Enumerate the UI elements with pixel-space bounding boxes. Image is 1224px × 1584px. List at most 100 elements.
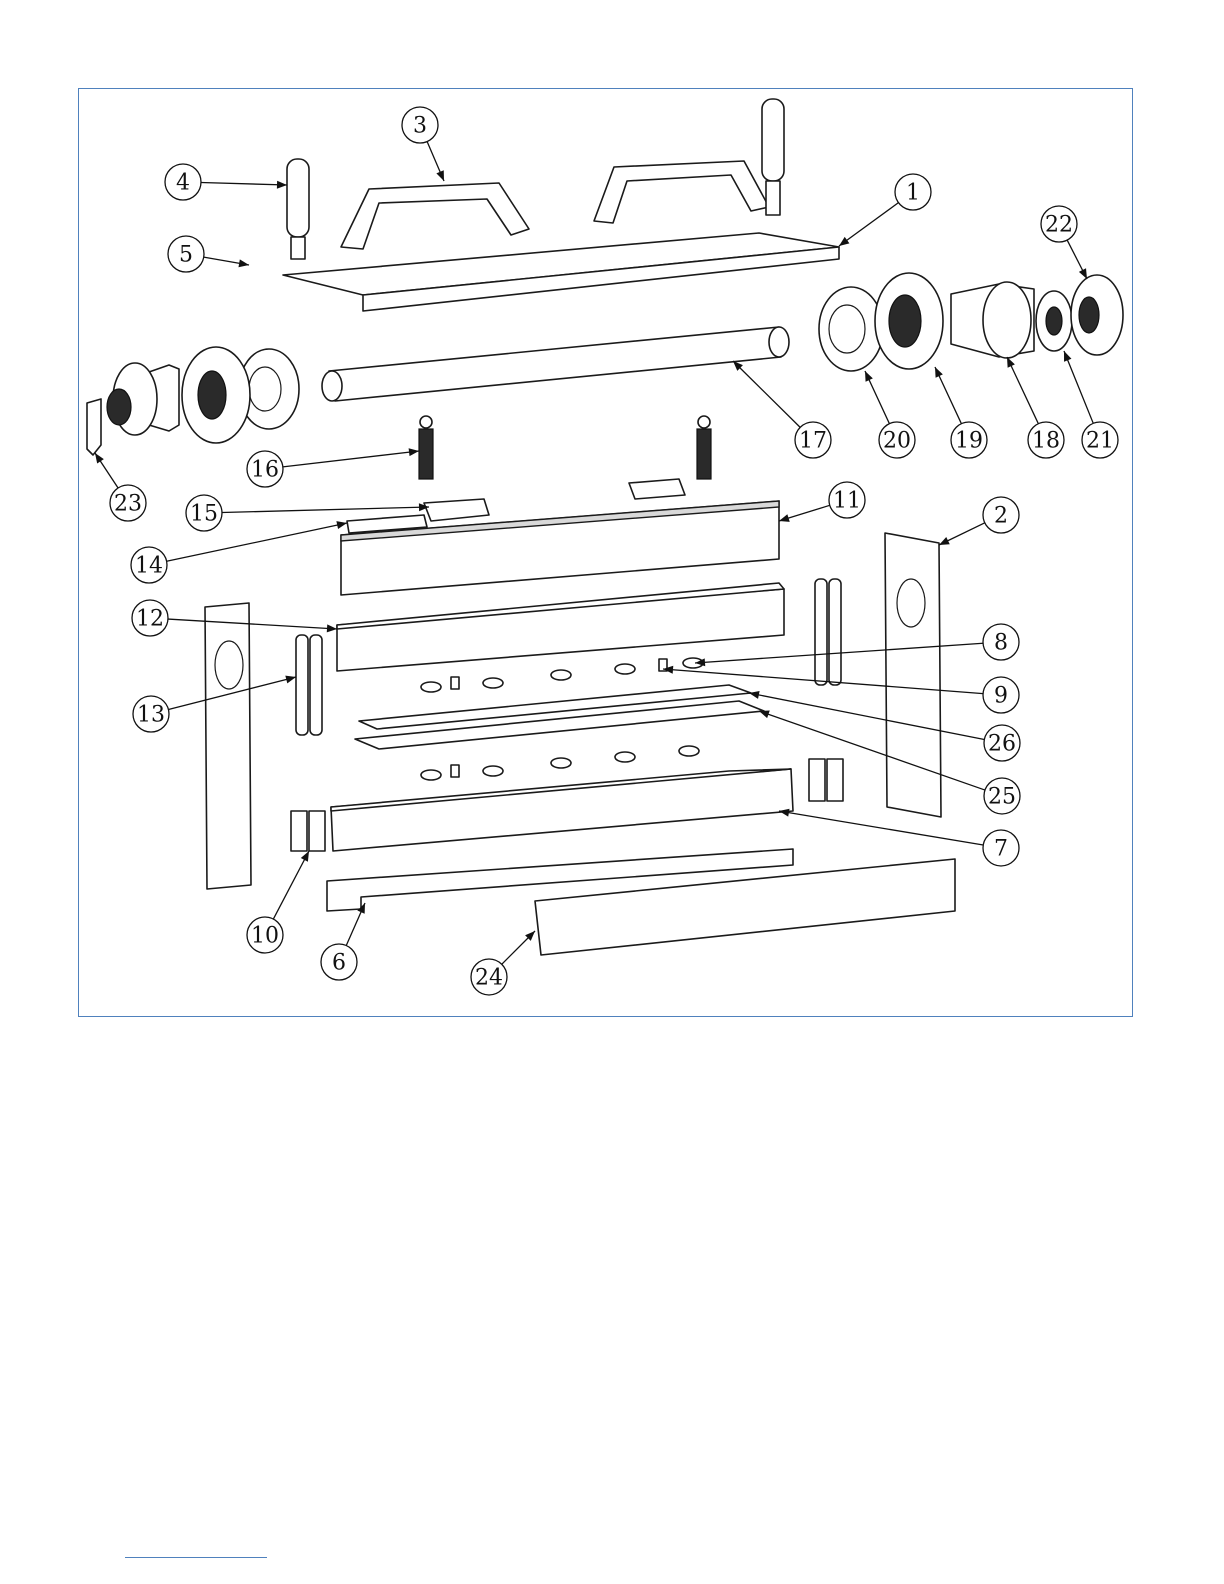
leader-arrowhead-25 xyxy=(759,711,770,719)
post-pair-left xyxy=(296,635,322,735)
leader-line-17 xyxy=(733,361,800,427)
leader-line-4 xyxy=(201,183,287,185)
callout-8: 8 xyxy=(983,624,1019,660)
leader-arrowhead-11 xyxy=(779,514,790,522)
callout-label: 3 xyxy=(413,114,427,139)
callout-15: 15 xyxy=(186,495,222,531)
small-parts-upper xyxy=(421,658,703,692)
callout-label: 25 xyxy=(988,785,1016,810)
block-11 xyxy=(341,501,779,595)
callout-label: 19 xyxy=(955,429,983,454)
leader-line-14 xyxy=(167,523,347,561)
callout-24: 24 xyxy=(471,959,507,995)
callout-label: 2 xyxy=(994,504,1008,529)
callout-20: 20 xyxy=(879,422,915,458)
callout-14: 14 xyxy=(131,547,167,583)
callout-label: 14 xyxy=(135,554,163,579)
callout-label: 12 xyxy=(136,607,164,632)
callout-label: 26 xyxy=(988,732,1016,757)
callout-17: 17 xyxy=(795,422,831,458)
hub-18 xyxy=(951,282,1034,358)
leader-arrowhead-20 xyxy=(865,371,873,382)
callout-5: 5 xyxy=(168,236,204,272)
callout-label: 22 xyxy=(1045,213,1073,238)
callout-19: 19 xyxy=(951,422,987,458)
diagram-canvas: 1234567891011121314151617181920212223242… xyxy=(79,89,1134,1018)
handle-right xyxy=(594,161,769,223)
clip-pair-left xyxy=(291,811,325,851)
leader-arrowhead-18 xyxy=(1007,357,1015,368)
footnote-separator xyxy=(125,1557,267,1558)
leader-arrowhead-16 xyxy=(409,448,419,456)
callout-1: 1 xyxy=(895,174,931,210)
callout-13: 13 xyxy=(133,696,169,732)
leader-line-18 xyxy=(1007,357,1038,424)
leader-arrowhead-14 xyxy=(336,521,347,529)
callout-label: 24 xyxy=(475,966,503,991)
side-plate-left xyxy=(205,603,251,889)
callout-3: 3 xyxy=(402,107,438,143)
callout-label: 21 xyxy=(1086,429,1114,454)
callout-label: 1 xyxy=(906,181,920,206)
callout-22: 22 xyxy=(1041,206,1077,242)
callout-label: 15 xyxy=(190,502,218,527)
leader-arrowhead-12 xyxy=(327,624,337,632)
leader-arrowhead-10 xyxy=(301,851,309,862)
callout-18: 18 xyxy=(1028,422,1064,458)
bearing-20 xyxy=(819,287,883,371)
leader-line-26 xyxy=(749,693,984,740)
leader-line-12 xyxy=(168,619,337,629)
leader-arrowhead-5 xyxy=(238,259,249,267)
callout-label: 13 xyxy=(137,703,165,728)
shaft xyxy=(322,327,789,401)
callout-label: 20 xyxy=(883,429,911,454)
leader-line-15 xyxy=(222,507,429,513)
callout-label: 16 xyxy=(251,458,279,483)
lever-23 xyxy=(87,399,101,455)
callout-23: 23 xyxy=(110,485,146,521)
side-plate-right xyxy=(885,533,941,817)
callout-label: 7 xyxy=(994,837,1008,862)
top-plate xyxy=(283,233,839,311)
leader-arrowhead-2 xyxy=(939,537,950,545)
callout-12: 12 xyxy=(132,600,168,636)
callout-6: 6 xyxy=(321,944,357,980)
leader-arrowhead-22 xyxy=(1079,268,1087,279)
callout-label: 9 xyxy=(994,684,1008,709)
bearing-21 xyxy=(1036,291,1072,351)
callout-label: 11 xyxy=(833,489,861,514)
pin-left xyxy=(287,159,309,259)
callout-label: 18 xyxy=(1032,429,1060,454)
post-pair-right xyxy=(815,579,841,685)
leader-arrowhead-3 xyxy=(436,170,444,181)
leader-line-1 xyxy=(839,203,898,246)
callout-21: 21 xyxy=(1082,422,1118,458)
pin-right xyxy=(762,99,784,215)
callout-4: 4 xyxy=(165,164,201,200)
leader-line-21 xyxy=(1064,351,1093,423)
handle-left xyxy=(341,183,529,249)
leader-line-7 xyxy=(779,811,983,845)
parts-drawing xyxy=(87,99,1123,955)
clip-pair-right xyxy=(809,759,843,801)
leader-line-16 xyxy=(283,451,419,467)
block-12 xyxy=(337,583,784,671)
callout-label: 23 xyxy=(114,492,142,517)
callout-7: 7 xyxy=(983,830,1019,866)
callout-label: 5 xyxy=(179,243,193,268)
callout-label: 17 xyxy=(799,429,827,454)
callout-25: 25 xyxy=(984,778,1020,814)
callout-11: 11 xyxy=(829,482,865,518)
callout-2: 2 xyxy=(983,497,1019,533)
gear-22 xyxy=(1071,275,1123,355)
callout-10: 10 xyxy=(247,917,283,953)
leader-line-25 xyxy=(759,711,985,790)
callout-16: 16 xyxy=(247,451,283,487)
callout-label: 10 xyxy=(251,924,279,949)
base-block-7 xyxy=(331,769,793,851)
leader-arrowhead-19 xyxy=(935,367,943,378)
leader-line-10 xyxy=(273,851,309,919)
leader-arrowhead-4 xyxy=(277,181,287,189)
callout-label: 8 xyxy=(994,631,1008,656)
callout-26: 26 xyxy=(984,725,1020,761)
